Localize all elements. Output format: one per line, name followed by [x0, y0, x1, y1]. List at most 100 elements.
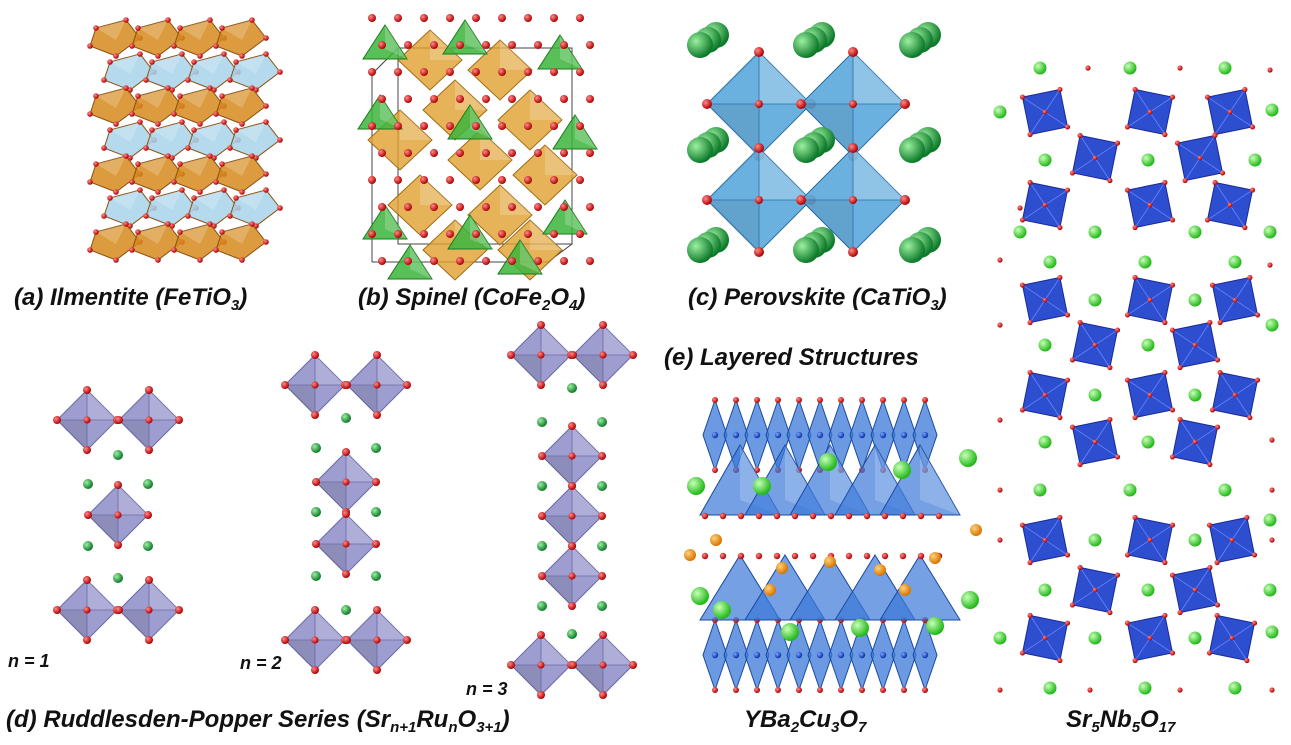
perovskite-structure: [687, 22, 941, 263]
oxygen-atom: [629, 351, 637, 359]
oxygen-atom: [1064, 552, 1071, 558]
oxygen-atom: [537, 631, 545, 639]
oxygen-atom: [1169, 454, 1176, 460]
label-n2: n = 2: [240, 653, 282, 673]
oxygen-atom: [129, 247, 135, 253]
oxygen-atom: [311, 636, 319, 644]
strontium-atom: [993, 105, 1007, 119]
oxygen-atom: [809, 552, 817, 560]
perovskite-facet: [759, 52, 811, 104]
strontium-atom: [113, 450, 123, 460]
copper-atom: [858, 651, 866, 659]
oxygen-atom: [143, 145, 149, 151]
oxygen-atom: [599, 381, 607, 389]
strontium-atom: [597, 541, 607, 551]
oxygen-atom: [1206, 522, 1213, 528]
rp-octahedron-facet: [285, 640, 315, 670]
oxygen-atom: [773, 512, 781, 520]
spinel-octahedron: [497, 89, 563, 151]
oxygen-atom: [207, 221, 213, 227]
oxygen-atom: [550, 176, 558, 184]
oxygen-atom: [165, 221, 171, 227]
oxygen-atom: [586, 95, 594, 103]
oxygen-atom: [1077, 461, 1083, 468]
oxygen-atom: [1124, 620, 1131, 626]
oxygen-atom: [507, 661, 515, 669]
oxygen-atom: [155, 53, 161, 59]
oxygen-atom: [145, 636, 153, 644]
oxygen-atom: [498, 14, 506, 22]
oxygen-atom: [456, 41, 464, 49]
oxygen-atom: [1249, 187, 1256, 193]
oxygen-atom: [576, 68, 584, 76]
oxygen-atom: [482, 149, 490, 157]
strontium-atom: [1263, 225, 1277, 239]
strontium-atom: [311, 507, 321, 517]
oxygen-atom: [1147, 202, 1153, 208]
oxygen-atom: [420, 68, 428, 76]
strontium-atom: [143, 541, 153, 551]
oxygen-atom: [249, 85, 255, 91]
rp-octahedron-facet: [573, 665, 603, 695]
ilmenite-octahedron: [89, 223, 141, 261]
oxygen-atom: [586, 41, 594, 49]
oxygen-atom: [899, 512, 907, 520]
oxygen-atom: [1162, 369, 1168, 376]
rp-octahedron-facet: [346, 514, 376, 544]
oxygen-atom: [179, 51, 185, 57]
ilmenite-structure: [87, 17, 283, 263]
strontium-atom: [1141, 435, 1155, 449]
oxygen-atom: [1247, 274, 1253, 281]
oxygen-atom: [537, 661, 545, 669]
label-n1: n = 1: [8, 651, 50, 671]
oxygen-atom: [87, 111, 93, 117]
rp-octahedron-facet: [346, 452, 376, 482]
oxygen-atom: [197, 189, 203, 195]
formula-text: Cu: [799, 706, 832, 733]
barium-atom: [851, 619, 869, 637]
ilmenite-octahedron: [215, 87, 267, 125]
rp-octahedron-facet: [603, 325, 633, 355]
oxygen-atom: [881, 512, 889, 520]
oxygen-atom: [1206, 650, 1213, 656]
ilmenite-octahedron: [145, 121, 197, 159]
calcium-atom: [687, 32, 713, 58]
oxygen-atom: [472, 14, 480, 22]
spinel-tetrahedron: [497, 239, 543, 275]
oxygen-atom: [1069, 424, 1076, 430]
oxygen-atom: [1207, 564, 1213, 571]
oxygen-atom: [1124, 124, 1131, 130]
oxygen-atom: [343, 636, 351, 644]
spinel-tetrahedron: [362, 24, 408, 60]
ilmenite-octahedron: [103, 121, 155, 159]
oxygen-atom: [113, 53, 119, 59]
oxygen-atom: [900, 99, 910, 109]
oxygen-atom: [1244, 514, 1250, 521]
oxygen-atom: [537, 691, 545, 699]
oxygen-atom: [568, 542, 576, 550]
spinel-tetrahedron: [442, 19, 488, 55]
oxygen-atom: [1064, 124, 1071, 130]
ilmenite-facet: [180, 224, 210, 244]
oxygen-atom: [1162, 559, 1168, 566]
rp-octahedron-facet: [57, 420, 87, 450]
oxygen-atom: [1227, 202, 1233, 208]
formula-text: O: [457, 706, 477, 733]
oxygen-atom: [456, 203, 464, 211]
oxygen-atom: [368, 176, 376, 184]
oxygen-atom: [83, 416, 91, 424]
oxygen-atom: [1214, 559, 1220, 566]
oxygen-atom: [1042, 537, 1048, 543]
oxygen-atom: [207, 17, 213, 23]
strontium-atom: [1038, 435, 1052, 449]
oxygen-atom: [263, 171, 269, 177]
oxygen-atom: [1019, 407, 1026, 413]
oxygen-atom: [997, 487, 1003, 493]
ilmenite-octahedron: [187, 53, 239, 91]
ilmenite-octahedron: [131, 19, 183, 57]
oxygen-atom: [922, 687, 928, 693]
barium-atom: [753, 477, 771, 495]
oxygen-atom: [599, 691, 607, 699]
oxygen-atom: [845, 552, 853, 560]
oxygen-atom: [446, 122, 454, 130]
